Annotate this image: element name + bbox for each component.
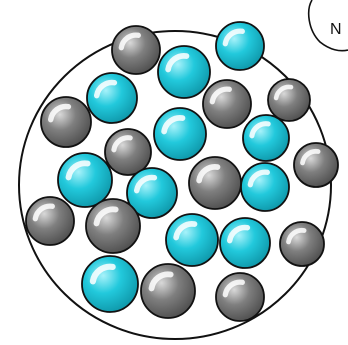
gray-particle (268, 79, 310, 121)
cyan-particle (82, 256, 138, 312)
cyan-particle (87, 73, 137, 123)
gray-particle (189, 157, 241, 209)
gray-particle (203, 80, 251, 128)
callout-bubble: N (309, 0, 348, 51)
cyan-particle (220, 218, 270, 268)
gray-particle (216, 273, 264, 321)
gray-particle (141, 264, 195, 318)
cyan-particle (154, 108, 206, 160)
gray-particle (86, 199, 140, 253)
callout-label: N (330, 21, 342, 38)
callout-bubble-outline (309, 0, 348, 51)
cyan-particle (158, 46, 210, 98)
gray-particle (112, 26, 160, 74)
cyan-particle (243, 115, 289, 161)
cyan-particle (241, 163, 289, 211)
cyan-particle (166, 214, 218, 266)
cyan-particle (58, 153, 112, 207)
gray-particle (280, 222, 324, 266)
gray-particle (294, 143, 338, 187)
cyan-particle (216, 22, 264, 70)
gray-particle (105, 129, 151, 175)
gray-particle (41, 97, 91, 147)
gray-particle (26, 197, 74, 245)
